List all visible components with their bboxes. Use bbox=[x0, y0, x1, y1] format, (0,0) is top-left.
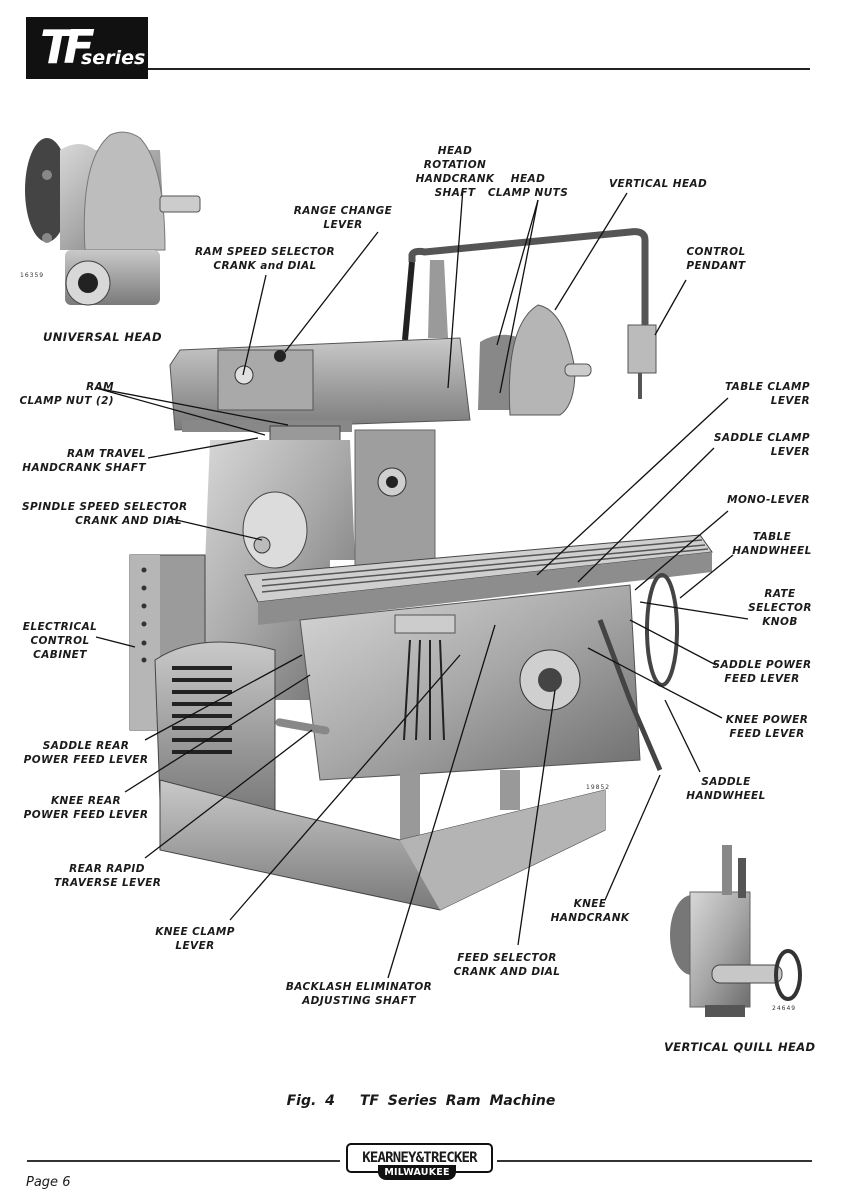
footer-rule-left bbox=[27, 1160, 340, 1162]
leader-lines bbox=[95, 187, 749, 979]
machine-photo-number: 19852 bbox=[586, 784, 611, 791]
callout-vertical-head: VERTICAL HEAD bbox=[609, 178, 708, 190]
tf-series-logo: TF series bbox=[26, 17, 148, 79]
header-rule bbox=[148, 68, 810, 70]
vertical-quill-head-photo bbox=[670, 845, 802, 1017]
figure-title: TF Series Ram Machine bbox=[359, 1093, 556, 1109]
universal-head-photo bbox=[25, 131, 201, 306]
footer-rule-right bbox=[497, 1160, 812, 1162]
universal-head-photo-number: 16359 bbox=[20, 272, 45, 279]
figure-number: Fig. 4 bbox=[286, 1093, 335, 1109]
kearney-trecker-logo: KEARNEY&TRECKER MILWAUKEE bbox=[346, 1143, 493, 1183]
quill-head-photo-number: 24649 bbox=[772, 1005, 797, 1012]
logo-mark: TF bbox=[40, 20, 95, 74]
vertical-quill-head-caption: VERTICAL QUILL HEAD bbox=[664, 1040, 816, 1054]
figure-caption: Fig. 4 TF Series Ram Machine bbox=[0, 1093, 842, 1109]
brand-city: MILWAUKEE bbox=[378, 1165, 456, 1180]
callout-mono-lever: MONO-LEVER bbox=[727, 494, 810, 506]
logo-word: series bbox=[81, 47, 146, 69]
universal-head-caption: UNIVERSAL HEAD bbox=[43, 330, 162, 344]
page-number: Page 6 bbox=[26, 1175, 71, 1190]
ram-machine-photo bbox=[129, 228, 713, 911]
